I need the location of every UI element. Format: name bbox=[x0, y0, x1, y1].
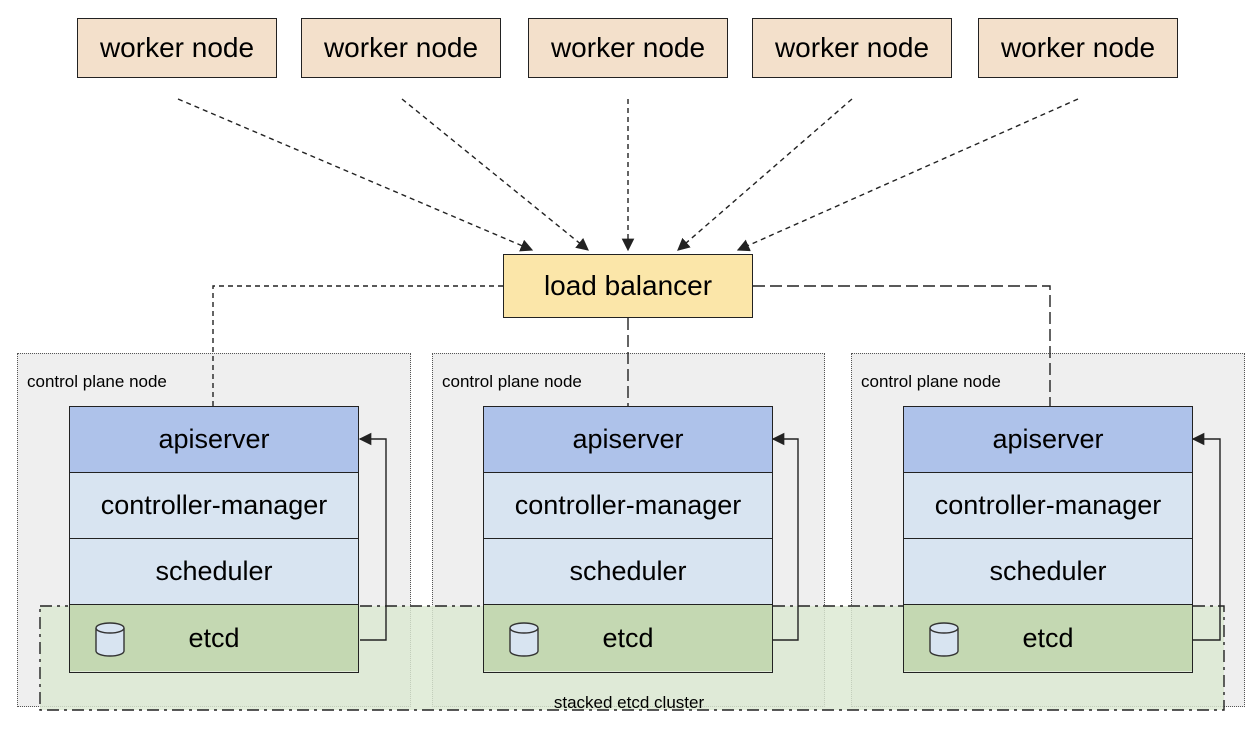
apiserver-box: apiserver bbox=[904, 407, 1192, 473]
etcd-box: etcd bbox=[904, 605, 1192, 671]
database-icon bbox=[509, 622, 539, 657]
worker-to-lb-arrow bbox=[677, 98, 853, 251]
scheduler-box: scheduler bbox=[484, 539, 772, 605]
scheduler-label: scheduler bbox=[569, 556, 687, 586]
worker-node: worker node bbox=[978, 18, 1178, 78]
etcd-label: etcd bbox=[602, 622, 654, 653]
controller-manager-box: controller-manager bbox=[904, 473, 1192, 539]
controller-manager-label: controller-manager bbox=[100, 490, 328, 520]
database-icon bbox=[95, 622, 125, 657]
etcd-cluster-label: stacked etcd cluster bbox=[553, 693, 705, 712]
etcd-to-apiserver-arrow bbox=[771, 432, 799, 641]
database-icon bbox=[929, 622, 959, 657]
lb-to-apiserver-link bbox=[753, 285, 1051, 406]
control-plane-node-label: control plane node bbox=[439, 371, 585, 393]
worker-to-lb-arrow bbox=[177, 98, 534, 252]
apiserver-box: apiserver bbox=[484, 407, 772, 473]
load-balancer: load balancer bbox=[503, 254, 753, 318]
controller-manager-box: controller-manager bbox=[70, 473, 358, 539]
worker-node: worker node bbox=[528, 18, 728, 78]
worker-node: worker node bbox=[77, 18, 277, 78]
etcd-box: etcd bbox=[70, 605, 358, 671]
controller-manager-box: controller-manager bbox=[484, 473, 772, 539]
worker-node: worker node bbox=[301, 18, 501, 78]
apiserver-label: apiserver bbox=[158, 424, 270, 454]
controller-manager-label: controller-manager bbox=[514, 490, 742, 520]
scheduler-label: scheduler bbox=[989, 556, 1107, 586]
worker-node: worker node bbox=[752, 18, 952, 78]
etcd-cluster-border bbox=[39, 605, 1225, 711]
apiserver-label: apiserver bbox=[992, 424, 1104, 454]
worker-to-lb-arrow bbox=[401, 98, 589, 251]
lb-to-apiserver-link bbox=[212, 285, 503, 406]
scheduler-label: scheduler bbox=[155, 556, 273, 586]
etcd-label: etcd bbox=[1022, 622, 1074, 653]
worker-to-lb-arrow bbox=[736, 98, 1079, 252]
control-plane-node-label: control plane node bbox=[858, 371, 1004, 393]
controller-manager-label: controller-manager bbox=[934, 490, 1162, 520]
apiserver-label: apiserver bbox=[572, 424, 684, 454]
control-plane-stack: apiserver controller-manager scheduler e… bbox=[69, 406, 359, 673]
etcd-to-apiserver-arrow bbox=[1191, 432, 1221, 641]
apiserver-box: apiserver bbox=[70, 407, 358, 473]
control-plane-stack: apiserver controller-manager scheduler e… bbox=[483, 406, 773, 673]
control-plane-stack: apiserver controller-manager scheduler e… bbox=[903, 406, 1193, 673]
etcd-to-apiserver-arrow bbox=[358, 432, 387, 641]
etcd-label: etcd bbox=[188, 622, 240, 653]
scheduler-box: scheduler bbox=[70, 539, 358, 605]
etcd-box: etcd bbox=[484, 605, 772, 671]
scheduler-box: scheduler bbox=[904, 539, 1192, 605]
control-plane-node-label: control plane node bbox=[24, 371, 170, 393]
